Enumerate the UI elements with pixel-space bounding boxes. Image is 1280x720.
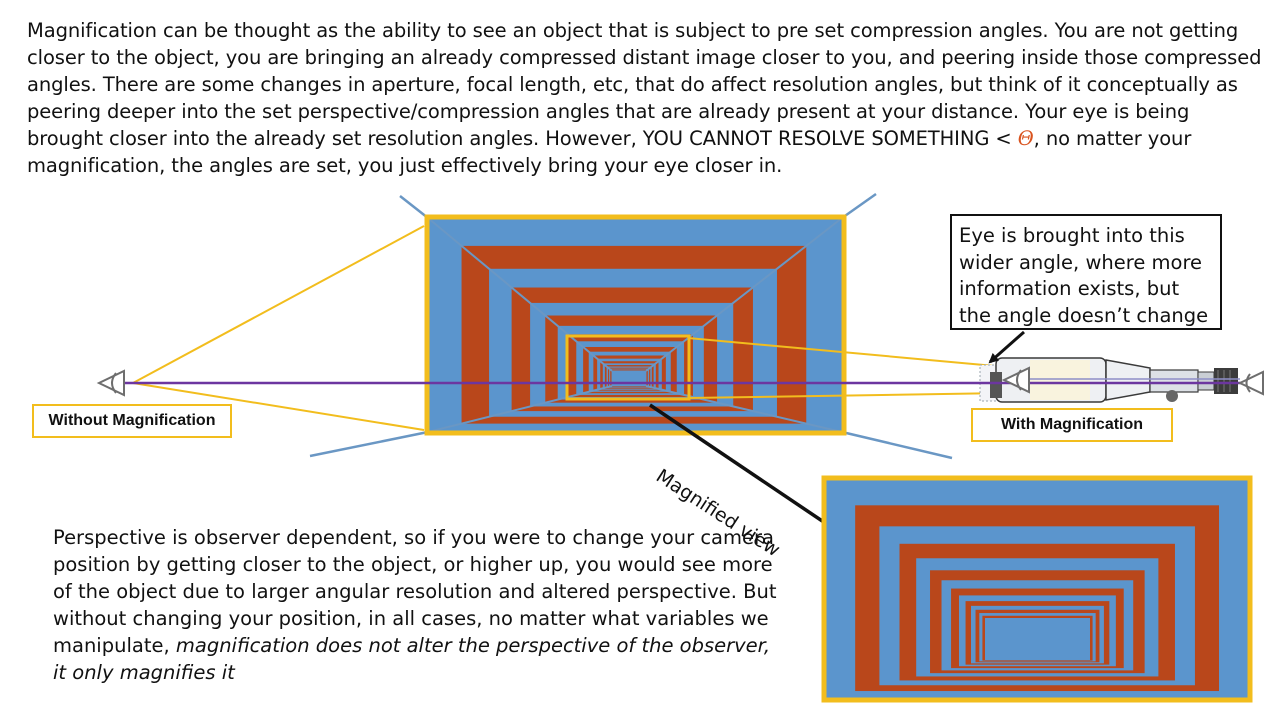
perspective-line-bottom-left [309, 430, 429, 458]
tunnel-spoke [427, 217, 613, 372]
intro-paragraph: Magnification can be thought as the abil… [27, 17, 1262, 179]
tunnel-spoke [427, 385, 613, 433]
perspective-line-top-right [841, 192, 877, 220]
theta-symbol: Θ [1017, 127, 1034, 150]
angle-line-upper [132, 225, 425, 384]
eye-callout-box: Eye is brought into this wider angle, wh… [950, 214, 1222, 330]
telescope-icon [979, 357, 1238, 403]
intro-text-before: Magnification can be thought as the abil… [27, 19, 1262, 150]
magnified-view-border [821, 475, 1253, 703]
tunnel-spoke [645, 385, 843, 433]
explanation-emphasis: magnification does not alter the perspec… [53, 634, 771, 684]
without-magnification-label: Without Magnification [32, 404, 232, 438]
angle-line-lower [687, 392, 1007, 399]
perspective-line-bottom-right [841, 430, 953, 460]
magnified-tunnel-view [826, 480, 1248, 698]
tunnel-outer-border [424, 214, 847, 436]
view-angle-lines-with-magnification [687, 337, 1007, 399]
callout-pointer-arrow [988, 330, 1025, 364]
tunnel-vanishing-panel [985, 618, 1090, 660]
explanation-text: Perspective is observer dependent, so if… [53, 526, 777, 657]
angle-line-upper [687, 337, 1007, 368]
magnified-view-arrow [649, 403, 848, 539]
eye-icon-magnified [1001, 366, 1030, 394]
eye-icon-left [96, 369, 125, 397]
intro-text-after: , no matter your magnification, the angl… [27, 127, 1192, 177]
tunnel-spoke [645, 217, 843, 372]
perspective-explanation: Perspective is observer dependent, so if… [53, 524, 783, 686]
with-magnification-label: With Magnification [971, 408, 1173, 442]
view-angle-lines-without-magnification [132, 225, 425, 431]
angle-line-lower [132, 382, 425, 431]
eye-icon-right [1237, 370, 1264, 396]
magnified-region-highlight [565, 334, 691, 401]
perspective-line-top-left [399, 195, 429, 219]
perspective-lines [309, 192, 953, 460]
tunnel-perspective-spokes [427, 217, 843, 433]
